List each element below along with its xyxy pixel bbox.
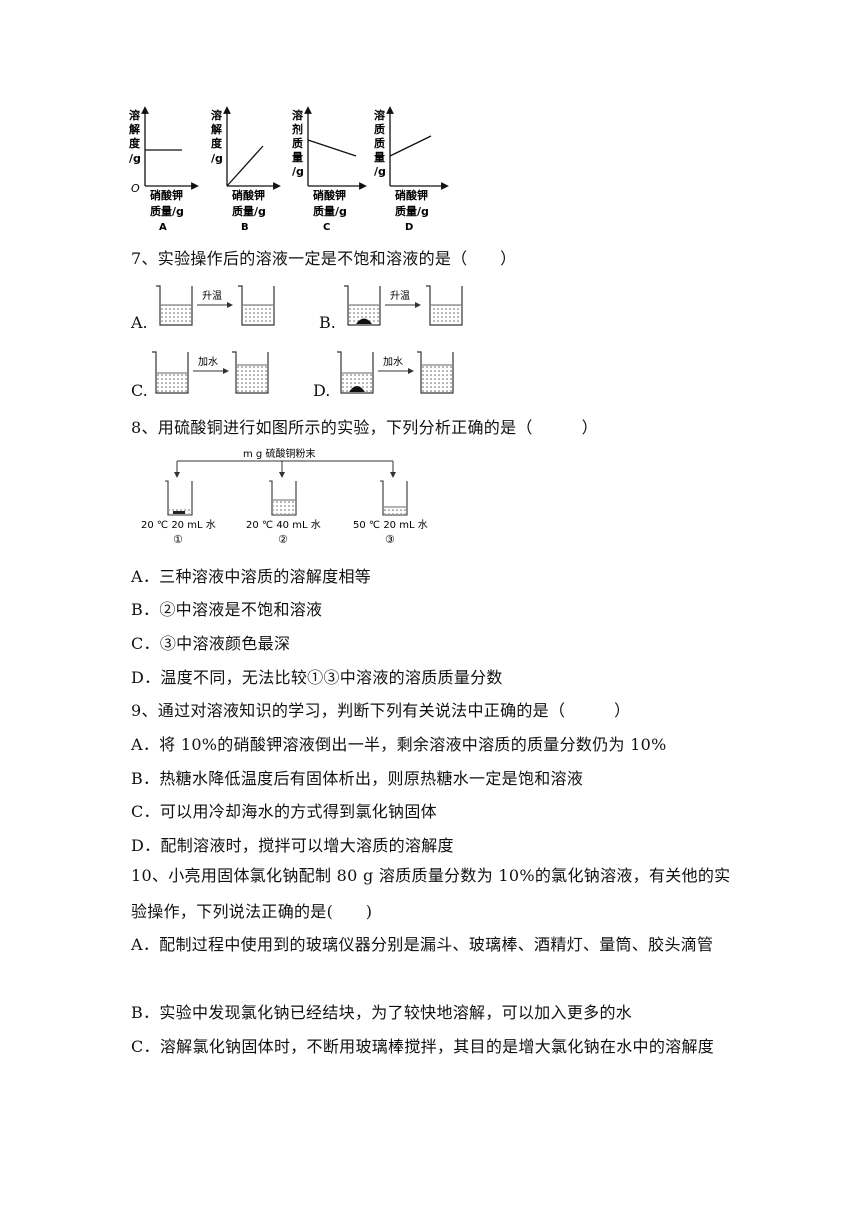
- graph-b-ylabel-0: 溶: [211, 108, 222, 122]
- q8-beaker-1-caption: 20 ℃ 20 mL 水: [141, 519, 216, 531]
- graph-b-line: [226, 145, 264, 187]
- q7-option-c-action: 加水: [198, 356, 218, 368]
- q8-beaker-2-caption: 20 ℃ 40 mL 水: [246, 519, 321, 531]
- q9-option-c: C．可以用冷却海水的方式得到氯化钠固体: [131, 802, 437, 821]
- graph-a-letter: A: [159, 222, 167, 233]
- graph-c-xlabel-0: 硝酸钾: [313, 188, 346, 202]
- graph-a-ylabel-2: 度: [129, 136, 141, 150]
- graph-d-xlabel-0: 硝酸钾: [395, 188, 428, 202]
- q7-option-c-label: C.: [131, 381, 148, 400]
- q8-top-label: m g 硫酸铜粉末: [243, 447, 315, 460]
- graph-b-ylabel-3: /g: [211, 152, 223, 165]
- q7-option-a-action: 升温: [202, 290, 222, 302]
- graph-c-ylabel-0: 溶: [292, 108, 303, 122]
- q9-option-b: B．热糖水降低温度后有固体析出，则原热糖水一定是饱和溶液: [131, 769, 584, 788]
- q7-option-d-action: 加水: [383, 356, 403, 368]
- q8-beaker-1: [165, 480, 193, 516]
- q6-graphs-figure: 溶 解 度 /g O 硝酸钾 质量/g A 溶 解 度 /g 硝酸钾 质量/g …: [129, 106, 449, 233]
- graph-d-ylabel-3: 量: [374, 151, 385, 164]
- q9-option-d: D．配制溶液时，搅拌可以增大溶质的溶解度: [131, 836, 454, 855]
- q7-option-d-figure: 加水: [337, 351, 454, 394]
- q8-option-d: D．温度不同，无法比较①③中溶液的溶质质量分数: [131, 668, 503, 687]
- graph-a-ylabel-0: 溶: [129, 108, 140, 122]
- q7-option-b-label: B.: [319, 313, 336, 332]
- q7-option-a-figure: 升温: [156, 285, 275, 326]
- q7-option-b-action: 升温: [390, 290, 410, 302]
- graph-b: 溶 解 度 /g 硝酸钾 质量/g B: [211, 106, 281, 233]
- q7-option-c-figure: 加水: [152, 351, 269, 394]
- graph-d-ylabel-2: 质: [374, 136, 385, 150]
- q8-option-b: B．②中溶液是不饱和溶液: [131, 600, 323, 619]
- graph-d-letter: D: [405, 222, 413, 233]
- graph-d: 溶 质 质 量 /g 硝酸钾 质量/g D: [374, 106, 449, 233]
- graph-c-letter: C: [323, 222, 330, 233]
- q8-beaker-3-caption: 50 ℃ 20 mL 水: [353, 519, 428, 531]
- graph-a-origin: O: [131, 182, 140, 195]
- graph-a-xlabel-1: 质量/g: [150, 204, 184, 218]
- graph-c-ylabel-3: 量: [292, 151, 303, 164]
- graph-c-ylabel-1: 剂: [291, 122, 303, 136]
- graph-b-ylabel-1: 解: [211, 122, 222, 136]
- q7-option-a-label: A.: [131, 313, 148, 332]
- graph-d-line: [389, 135, 432, 157]
- q7-stem: 7、实验操作后的溶液一定是不饱和溶液的是（ ）: [131, 249, 517, 268]
- graph-d-xlabel-1: 质量/g: [395, 204, 429, 218]
- graph-d-ylabel-0: 溶: [374, 108, 385, 122]
- q8-option-a: A．三种溶液中溶质的溶解度相等: [131, 567, 372, 586]
- graph-d-ylabel-4: /g: [374, 165, 386, 178]
- q7-option-b-figure: 升温: [344, 285, 463, 326]
- graph-b-letter: B: [241, 222, 249, 233]
- q9-option-a: A．将 10%的硝酸钾溶液倒出一半，剩余溶液中溶质的质量分数仍为 10%: [131, 735, 667, 754]
- q10-option-b: B．实验中发现氯化钠已经结块，为了较快地溶解，可以加入更多的水: [131, 1003, 633, 1022]
- q10-option-c: C．溶解氯化钠固体时，不断用玻璃棒搅拌，其目的是增大氯化钠在水中的溶解度: [131, 1037, 715, 1056]
- q8-beaker-3: [380, 480, 408, 516]
- graph-d-ylabel-1: 质: [374, 122, 385, 136]
- graph-c-xlabel-1: 质量/g: [313, 204, 347, 218]
- q8-beaker-1-num: ①: [173, 533, 183, 546]
- q8-beaker-3-num: ③: [385, 533, 395, 546]
- q8-option-c: C．③中溶液颜色最深: [131, 634, 291, 653]
- graph-b-xlabel-0: 硝酸钾: [232, 188, 265, 202]
- q7-option-d-label: D.: [313, 381, 331, 400]
- graph-c-line: [307, 139, 357, 157]
- graph-c-ylabel-4: /g: [292, 165, 304, 178]
- graph-b-xlabel-1: 质量/g: [232, 204, 266, 218]
- graph-a-ylabel-3: /g: [129, 152, 141, 165]
- q8-beaker-2: [269, 480, 297, 516]
- q10-option-a: A．配制过程中使用到的玻璃仪器分别是漏斗、玻璃棒、酒精灯、量筒、胶头滴管: [131, 935, 714, 954]
- q9-stem: 9、通过对溶液知识的学习，判断下列有关说法中正确的是（ ）: [131, 701, 631, 720]
- graph-a-ylabel-1: 解: [129, 122, 140, 136]
- graph-b-ylabel-2: 度: [211, 136, 223, 150]
- graph-c: 溶 剂 质 量 /g 硝酸钾 质量/g C: [291, 106, 367, 233]
- q8-beaker-2-num: ②: [278, 533, 288, 546]
- q10-stem: 10、小亮用固体氯化钠配制 80 g 溶质质量分数为 10%的氯化钠溶液，有关他…: [131, 866, 731, 921]
- graph-a-xlabel-0: 硝酸钾: [150, 188, 183, 202]
- q8-stem: 8、用硫酸铜进行如图所示的实验，下列分析正确的是（ ）: [131, 418, 598, 437]
- q8-figure: m g 硫酸铜粉末 20 ℃ 20 mL 水 20 ℃ 40 mL 水 50 ℃…: [141, 447, 428, 546]
- graph-a: 溶 解 度 /g O 硝酸钾 质量/g A: [129, 106, 199, 233]
- graph-c-ylabel-2: 质: [292, 136, 303, 150]
